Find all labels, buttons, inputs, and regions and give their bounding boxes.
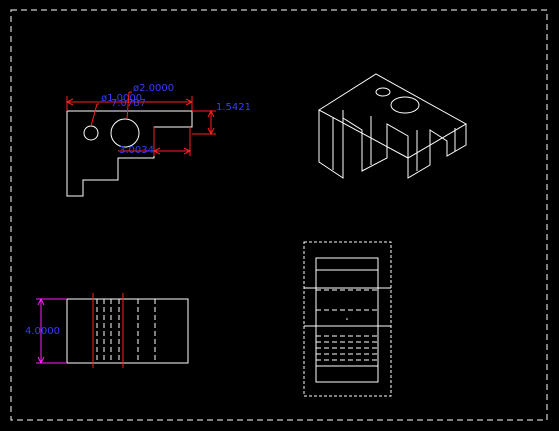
dim-text-large-hole-diameter: ø2.0000: [133, 83, 174, 94]
front-view-large-hole: [110, 118, 140, 148]
dim-text-right-height: 1.5421: [216, 102, 251, 113]
iso-left-face: [318, 110, 344, 179]
dimension-slot-width[interactable]: [118, 127, 192, 156]
dim-text-slot-width: 3.0034: [119, 145, 154, 156]
leader-large-hole: [126, 91, 132, 120]
iso-front-faces: [342, 117, 467, 179]
dimension-right-height[interactable]: [192, 109, 216, 136]
side-view-center-lines: [92, 293, 124, 368]
isometric-view[interactable]: [318, 73, 468, 179]
iso-large-hole: [390, 96, 420, 114]
dimension-overall-width[interactable]: [65, 96, 194, 111]
leader-small-hole: [90, 103, 99, 127]
side-view-outline: [66, 298, 189, 364]
front-view-outline: [66, 110, 193, 197]
front-view-small-hole: [83, 125, 99, 141]
iso-small-hole: [375, 87, 391, 97]
top-view-center-mark: [346, 318, 348, 320]
dim-text-side-height: 4.0000: [25, 326, 60, 337]
front-view[interactable]: 7.0787 ø1.0000 ø2.0000 1.5421: [65, 83, 251, 197]
dimension-side-height[interactable]: [36, 297, 67, 365]
top-view[interactable]: [303, 241, 392, 397]
dim-text-small-hole-diameter: ø1.0000: [101, 93, 142, 104]
side-view[interactable]: 4.0000: [25, 293, 189, 368]
selection-frame[interactable]: [303, 241, 392, 397]
top-view-outline: [315, 257, 379, 383]
top-view-hidden-lines: [316, 289, 378, 361]
drawing-border: [10, 9, 548, 421]
iso-top-face: [318, 73, 468, 159]
side-view-hidden-lines: [96, 299, 156, 363]
